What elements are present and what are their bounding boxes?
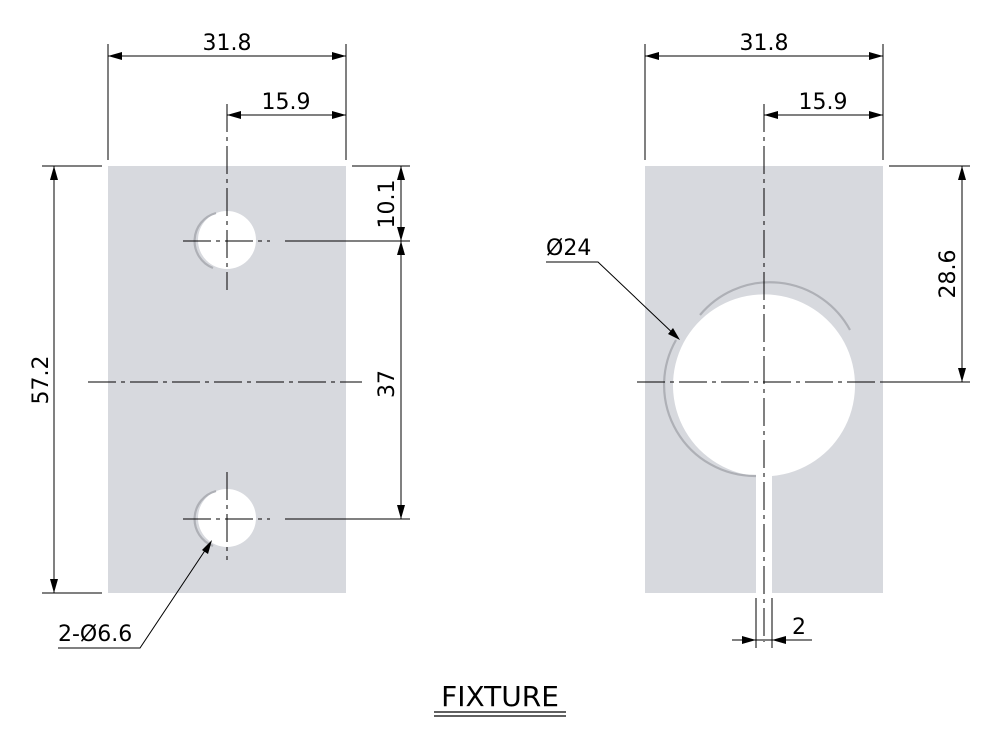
arrowhead <box>772 636 786 644</box>
right-bore-leader <box>546 261 679 339</box>
arrowhead <box>108 52 122 60</box>
left-dim-height: 57.2 <box>29 356 54 405</box>
left-dim-width: 31.8 <box>203 31 252 56</box>
right-bore-callout: Ø24 <box>546 236 591 261</box>
left-upper-hole-edge <box>193 211 217 270</box>
arrowhead <box>764 111 778 119</box>
left-dim-hole-spacing: 37 <box>375 370 400 398</box>
right-bore-edge <box>663 339 757 478</box>
left-dim-top-to-hole: 10.1 <box>375 180 400 229</box>
left-view: 31.8 15.9 57.2 10.1 37 2-Ø6.6 <box>29 31 410 649</box>
right-dim-slot: 2 <box>792 615 806 640</box>
drawing-title: FIXTURE <box>441 680 559 713</box>
left-hole-callout: 2-Ø6.6 <box>58 622 132 647</box>
arrowhead <box>742 636 756 644</box>
arrowhead <box>227 111 241 119</box>
arrowhead <box>645 52 659 60</box>
right-dim-width: 31.8 <box>740 31 789 56</box>
arrowhead <box>202 540 212 554</box>
left-dim-hole-offset: 15.9 <box>262 90 311 115</box>
arrowhead <box>397 227 405 241</box>
left-lower-hole-edge <box>193 489 217 548</box>
arrowhead <box>50 166 58 180</box>
arrowhead <box>958 166 966 180</box>
arrowhead <box>869 111 883 119</box>
arrowhead <box>668 328 680 340</box>
arrowhead <box>50 579 58 593</box>
arrowhead <box>397 241 405 255</box>
right-view: 31.8 15.9 28.6 Ø24 2 <box>546 31 970 648</box>
arrowhead <box>332 52 346 60</box>
right-dim-top-to-center: 28.6 <box>936 250 961 299</box>
arrowhead <box>397 505 405 519</box>
right-plate <box>645 166 883 593</box>
arrowhead <box>397 166 405 180</box>
arrowhead <box>958 368 966 382</box>
arrowhead <box>332 111 346 119</box>
arrowhead <box>869 52 883 60</box>
right-dim-center-offset: 15.9 <box>799 90 848 115</box>
left-plate <box>108 166 346 593</box>
left-hole-leader <box>58 542 211 649</box>
right-bore-edge-top <box>699 281 851 331</box>
